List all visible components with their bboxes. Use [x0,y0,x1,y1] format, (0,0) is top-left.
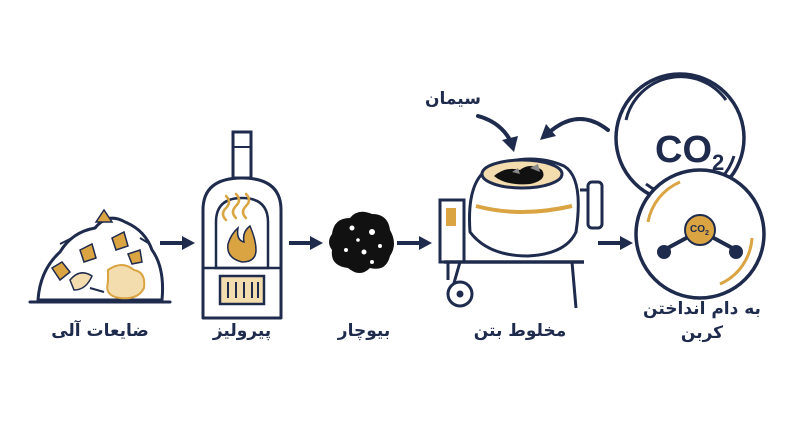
arrow-co2-to-mixer [540,117,610,140]
co2-large-label: CO2 [655,129,724,175]
arrow-concrete-to-capture [598,236,633,250]
biochar-icon [329,211,394,273]
label-biochar: بیوچار [337,321,391,341]
label-carbon-capture-line2: کربن [680,323,724,343]
label-organic-waste: ضایعات آلی [51,321,149,341]
label-pyrolysis: پیرولیز [212,321,272,341]
arrow-pyrolysis-to-biochar [289,236,323,250]
label-carbon-capture-line1: به دام انداختن [643,299,761,319]
concrete-mixer-icon [438,157,604,309]
label-concrete-mix: مخلوط بتن [473,321,567,341]
co2-capture-circle [634,168,766,300]
label-cement: سیمان [425,89,481,109]
arrow-cement-to-mixer [476,114,518,152]
arrow-biochar-to-concrete [397,236,432,250]
organic-waste-icon [28,208,172,304]
co2-small-label: CO2 [690,224,709,237]
arrow-waste-to-pyrolysis [160,236,195,250]
pyrolysis-furnace-icon [201,130,283,320]
